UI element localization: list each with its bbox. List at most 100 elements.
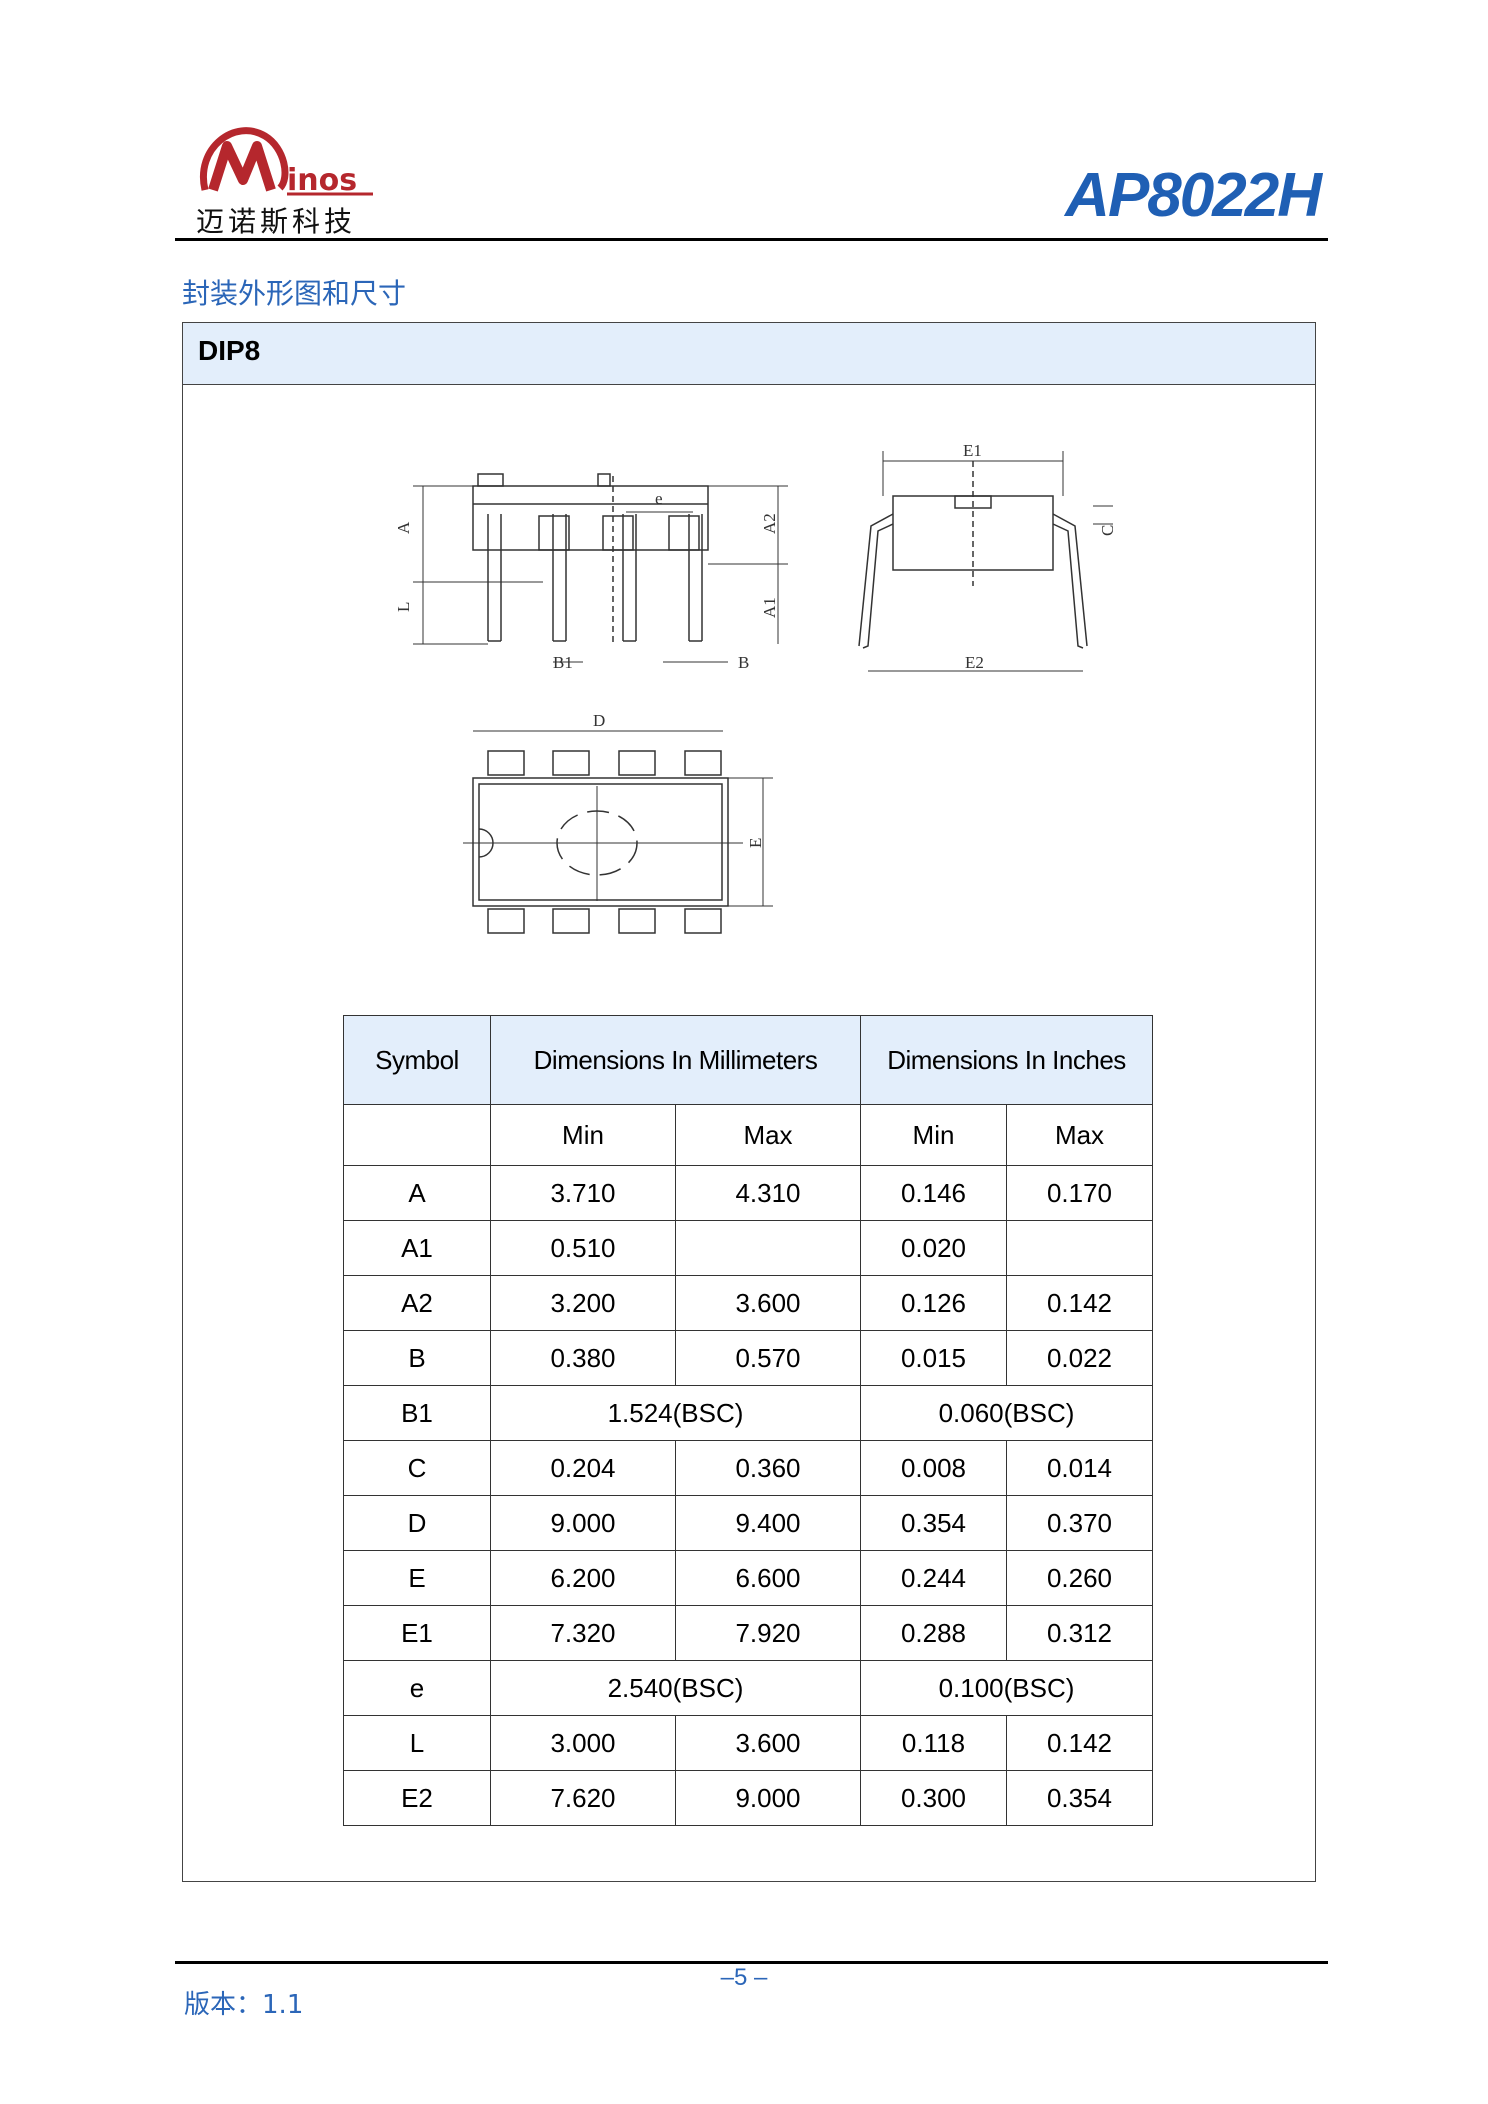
mm-min-cell: 9.000 bbox=[490, 1495, 676, 1551]
dim-label-B: B bbox=[738, 653, 749, 672]
in-bsc-cell: 0.100(BSC) bbox=[860, 1660, 1153, 1716]
mm-max-cell: 6.600 bbox=[675, 1550, 861, 1606]
subheader-in-min: Min bbox=[860, 1104, 1007, 1166]
in-max-cell: 0.022 bbox=[1006, 1330, 1153, 1386]
mm-min-cell: 3.000 bbox=[490, 1715, 676, 1771]
mm-max-cell: 0.570 bbox=[675, 1330, 861, 1386]
package-box-header bbox=[183, 323, 1315, 385]
mm-max-cell: 4.310 bbox=[675, 1165, 861, 1221]
symbol-cell: C bbox=[343, 1440, 491, 1496]
mm-max-cell: 3.600 bbox=[675, 1715, 861, 1771]
in-max-cell: 0.260 bbox=[1006, 1550, 1153, 1606]
mm-bsc-cell: 2.540(BSC) bbox=[490, 1660, 861, 1716]
in-max-cell: 0.142 bbox=[1006, 1275, 1153, 1331]
symbol-cell: E bbox=[343, 1550, 491, 1606]
company-name: 迈诺斯科技 bbox=[196, 205, 357, 238]
mm-max-cell bbox=[675, 1220, 861, 1276]
in-max-cell: 0.142 bbox=[1006, 1715, 1153, 1771]
mm-min-cell: 0.510 bbox=[490, 1220, 676, 1276]
in-min-cell: 0.300 bbox=[860, 1770, 1007, 1826]
dim-label-B1: B1 bbox=[553, 653, 573, 672]
table-header-row: Symbol Dimensions In Millimeters Dimensi… bbox=[343, 1015, 1153, 1105]
in-min-cell: 0.008 bbox=[860, 1440, 1007, 1496]
mm-max-cell: 0.360 bbox=[675, 1440, 861, 1496]
package-name: DIP8 bbox=[198, 335, 261, 366]
mm-min-cell: 7.620 bbox=[490, 1770, 676, 1826]
in-max-cell: 0.014 bbox=[1006, 1440, 1153, 1496]
side-view: A L e A2 A1 B1 B bbox=[394, 473, 788, 672]
dim-label-A2: A2 bbox=[760, 513, 779, 534]
top-view: D E bbox=[463, 711, 773, 934]
in-bsc-cell: 0.060(BSC) bbox=[860, 1385, 1153, 1441]
in-min-cell: 0.288 bbox=[860, 1605, 1007, 1661]
dim-label-D: D bbox=[593, 711, 605, 730]
mm-max-cell: 7.920 bbox=[675, 1605, 861, 1661]
dim-label-E1: E1 bbox=[963, 441, 982, 460]
mm-min-cell: 0.204 bbox=[490, 1440, 676, 1496]
in-max-cell: 0.170 bbox=[1006, 1165, 1153, 1221]
symbol-cell: B bbox=[343, 1330, 491, 1386]
mm-bsc-cell: 1.524(BSC) bbox=[490, 1385, 861, 1441]
mm-min-cell: 3.710 bbox=[490, 1165, 676, 1221]
in-max-cell: 0.354 bbox=[1006, 1770, 1153, 1826]
subheader-in-max: Max bbox=[1006, 1104, 1153, 1166]
header-inches: Dimensions In Inches bbox=[860, 1015, 1153, 1105]
symbol-cell: A2 bbox=[343, 1275, 491, 1331]
header-rule bbox=[175, 238, 1328, 241]
dim-label-E2: E2 bbox=[965, 653, 984, 672]
page-number: –5 – bbox=[720, 1964, 768, 1991]
mm-min-cell: 0.380 bbox=[490, 1330, 676, 1386]
in-max-cell: 0.312 bbox=[1006, 1605, 1153, 1661]
mm-min-cell: 3.200 bbox=[490, 1275, 676, 1331]
in-min-cell: 0.244 bbox=[860, 1550, 1007, 1606]
dimensions-table: Symbol Dimensions In Millimeters Dimensi… bbox=[343, 1015, 1153, 1826]
version-info: 版本：1.1 bbox=[184, 1984, 303, 2021]
symbol-cell: e bbox=[343, 1660, 491, 1716]
subheader-mm-min: Min bbox=[490, 1104, 676, 1166]
version-value: 1.1 bbox=[262, 1990, 304, 2020]
in-max-cell: 0.370 bbox=[1006, 1495, 1153, 1551]
dim-label-L: L bbox=[394, 602, 413, 612]
symbol-cell: L bbox=[343, 1715, 491, 1771]
section-heading: 封装外形图和尺寸 bbox=[182, 277, 407, 310]
dim-label-A1: A1 bbox=[760, 597, 779, 618]
footer-rule bbox=[175, 1961, 1328, 1964]
logo-mark-text: inos bbox=[287, 163, 357, 198]
table-subheader-row: Min Max Min Max bbox=[343, 1104, 1153, 1166]
document-title: AP8022H bbox=[1065, 161, 1322, 230]
mm-max-cell: 3.600 bbox=[675, 1275, 861, 1331]
symbol-cell: D bbox=[343, 1495, 491, 1551]
in-min-cell: 0.354 bbox=[860, 1495, 1007, 1551]
version-label: 版本： bbox=[184, 1990, 263, 2020]
mm-min-cell: 7.320 bbox=[490, 1605, 676, 1661]
in-min-cell: 0.146 bbox=[860, 1165, 1007, 1221]
symbol-cell: E1 bbox=[343, 1605, 491, 1661]
mm-max-cell: 9.400 bbox=[675, 1495, 861, 1551]
in-max-cell bbox=[1006, 1220, 1153, 1276]
mm-min-cell: 6.200 bbox=[490, 1550, 676, 1606]
subheader-blank bbox=[343, 1104, 491, 1166]
mm-max-cell: 9.000 bbox=[675, 1770, 861, 1826]
header-millimeters: Dimensions In Millimeters bbox=[490, 1015, 861, 1105]
header-symbol: Symbol bbox=[343, 1015, 491, 1105]
symbol-cell: A1 bbox=[343, 1220, 491, 1276]
package-outline-drawing: A L e A2 A1 B1 B E1 E2 C bbox=[394, 441, 1117, 934]
subheader-mm-max: Max bbox=[675, 1104, 861, 1166]
dim-label-e: e bbox=[655, 489, 663, 508]
dim-label-A: A bbox=[394, 521, 413, 534]
in-min-cell: 0.118 bbox=[860, 1715, 1007, 1771]
dim-label-C: C bbox=[1098, 525, 1117, 536]
in-min-cell: 0.015 bbox=[860, 1330, 1007, 1386]
in-min-cell: 0.126 bbox=[860, 1275, 1007, 1331]
in-min-cell: 0.020 bbox=[860, 1220, 1007, 1276]
company-logo: inos bbox=[200, 127, 373, 198]
